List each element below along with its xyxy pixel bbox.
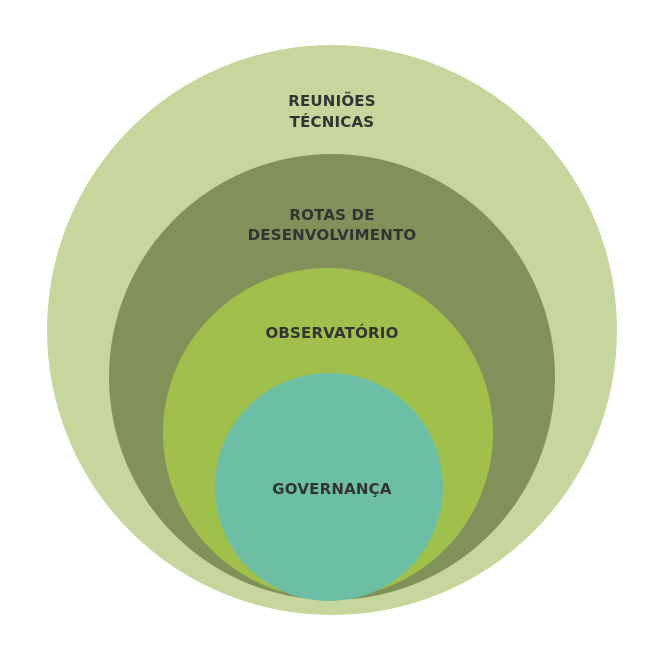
circle-governanca <box>215 373 443 601</box>
label-observatorio: OBSERVATÓRIO <box>265 323 398 342</box>
label-reunioes-line-2: TÉCNICAS <box>290 112 375 131</box>
label-reunioes-line-1: REUNIÕES <box>288 91 376 110</box>
label-rotas-line-2: DESENVOLVIMENTO <box>248 226 417 244</box>
label-rotas-line-1: ROTAS DE <box>289 206 374 224</box>
label-governanca: GOVERNANÇA <box>272 480 392 498</box>
